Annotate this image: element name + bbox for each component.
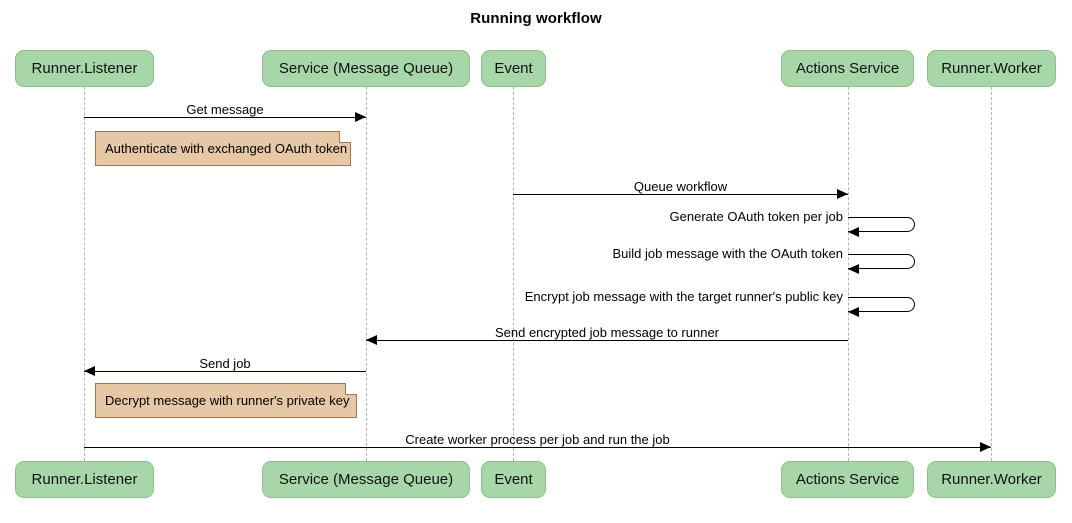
self-message-label-encrypt-job-message: Encrypt job message with the target runn… xyxy=(524,289,843,304)
message-arrowhead-get-message xyxy=(355,112,366,122)
self-message-loop-encrypt-job-message xyxy=(848,297,915,312)
message-arrowhead-create-worker xyxy=(980,442,991,452)
message-line-send-encrypted-job xyxy=(366,340,848,341)
message-label-get-message: Get message xyxy=(186,102,264,117)
self-message-loop-build-job-message xyxy=(848,254,915,269)
lifeline-actions-service xyxy=(848,87,849,461)
message-line-queue-workflow xyxy=(513,194,848,195)
note-text: Authenticate with exchanged OAuth token xyxy=(105,141,348,156)
participant-label: Runner.Worker xyxy=(941,471,1042,488)
lifeline-event xyxy=(513,87,514,461)
lifeline-runner-listener xyxy=(84,87,85,461)
self-message-label-generate-oauth-token: Generate OAuth token per job xyxy=(669,209,843,224)
message-label-send-job: Send job xyxy=(199,356,251,371)
participant-label: Runner.Worker xyxy=(941,60,1042,77)
participant-label: Event xyxy=(494,471,533,488)
participant-label: Service (Message Queue) xyxy=(278,471,454,488)
participant-event-top[interactable]: Event xyxy=(481,50,546,87)
message-label-queue-workflow: Queue workflow xyxy=(633,179,728,194)
message-line-create-worker xyxy=(84,447,991,448)
message-label-send-encrypted-job: Send encrypted job message to runner xyxy=(494,325,720,340)
participant-service-mq-top[interactable]: Service (Message Queue) xyxy=(262,50,470,87)
note-decrypt: Decrypt message with runner's private ke… xyxy=(95,383,357,418)
participant-runner-worker-bottom[interactable]: Runner.Worker xyxy=(927,461,1056,498)
note-text: Decrypt message with runner's private ke… xyxy=(105,393,350,408)
self-message-loop-generate-oauth-token xyxy=(848,217,915,232)
participant-label: Service (Message Queue) xyxy=(278,60,454,77)
participant-actions-service-bottom[interactable]: Actions Service xyxy=(781,461,914,498)
participant-label: Runner.Listener xyxy=(31,60,138,77)
note-fold-corner-icon xyxy=(345,383,357,395)
participant-label: Actions Service xyxy=(795,471,900,488)
note-authenticate: Authenticate with exchanged OAuth token xyxy=(95,131,351,166)
participant-service-mq-bottom[interactable]: Service (Message Queue) xyxy=(262,461,470,498)
self-message-arrowhead-encrypt-job-message xyxy=(848,307,859,317)
message-arrowhead-send-encrypted-job xyxy=(366,335,377,345)
message-arrowhead-send-job xyxy=(84,366,95,376)
self-message-arrowhead-generate-oauth-token xyxy=(848,227,859,237)
participant-event-bottom[interactable]: Event xyxy=(481,461,546,498)
participant-runner-worker-top[interactable]: Runner.Worker xyxy=(927,50,1056,87)
message-line-send-job xyxy=(84,371,366,372)
note-fold-corner-icon xyxy=(339,131,351,143)
message-label-create-worker: Create worker process per job and run th… xyxy=(405,432,670,447)
participant-label: Actions Service xyxy=(795,60,900,77)
participant-label: Event xyxy=(494,60,533,77)
lifeline-runner-worker xyxy=(991,87,992,461)
lifeline-service-mq xyxy=(366,87,367,461)
page-title: Running workflow xyxy=(470,10,602,27)
participant-label: Runner.Listener xyxy=(31,471,138,488)
self-message-label-build-job-message: Build job message with the OAuth token xyxy=(612,246,843,261)
participant-runner-listener-top[interactable]: Runner.Listener xyxy=(15,50,154,87)
message-arrowhead-queue-workflow xyxy=(837,189,848,199)
message-line-get-message xyxy=(84,117,366,118)
participant-actions-service-top[interactable]: Actions Service xyxy=(781,50,914,87)
self-message-arrowhead-build-job-message xyxy=(848,264,859,274)
participant-runner-listener-bottom[interactable]: Runner.Listener xyxy=(15,461,154,498)
